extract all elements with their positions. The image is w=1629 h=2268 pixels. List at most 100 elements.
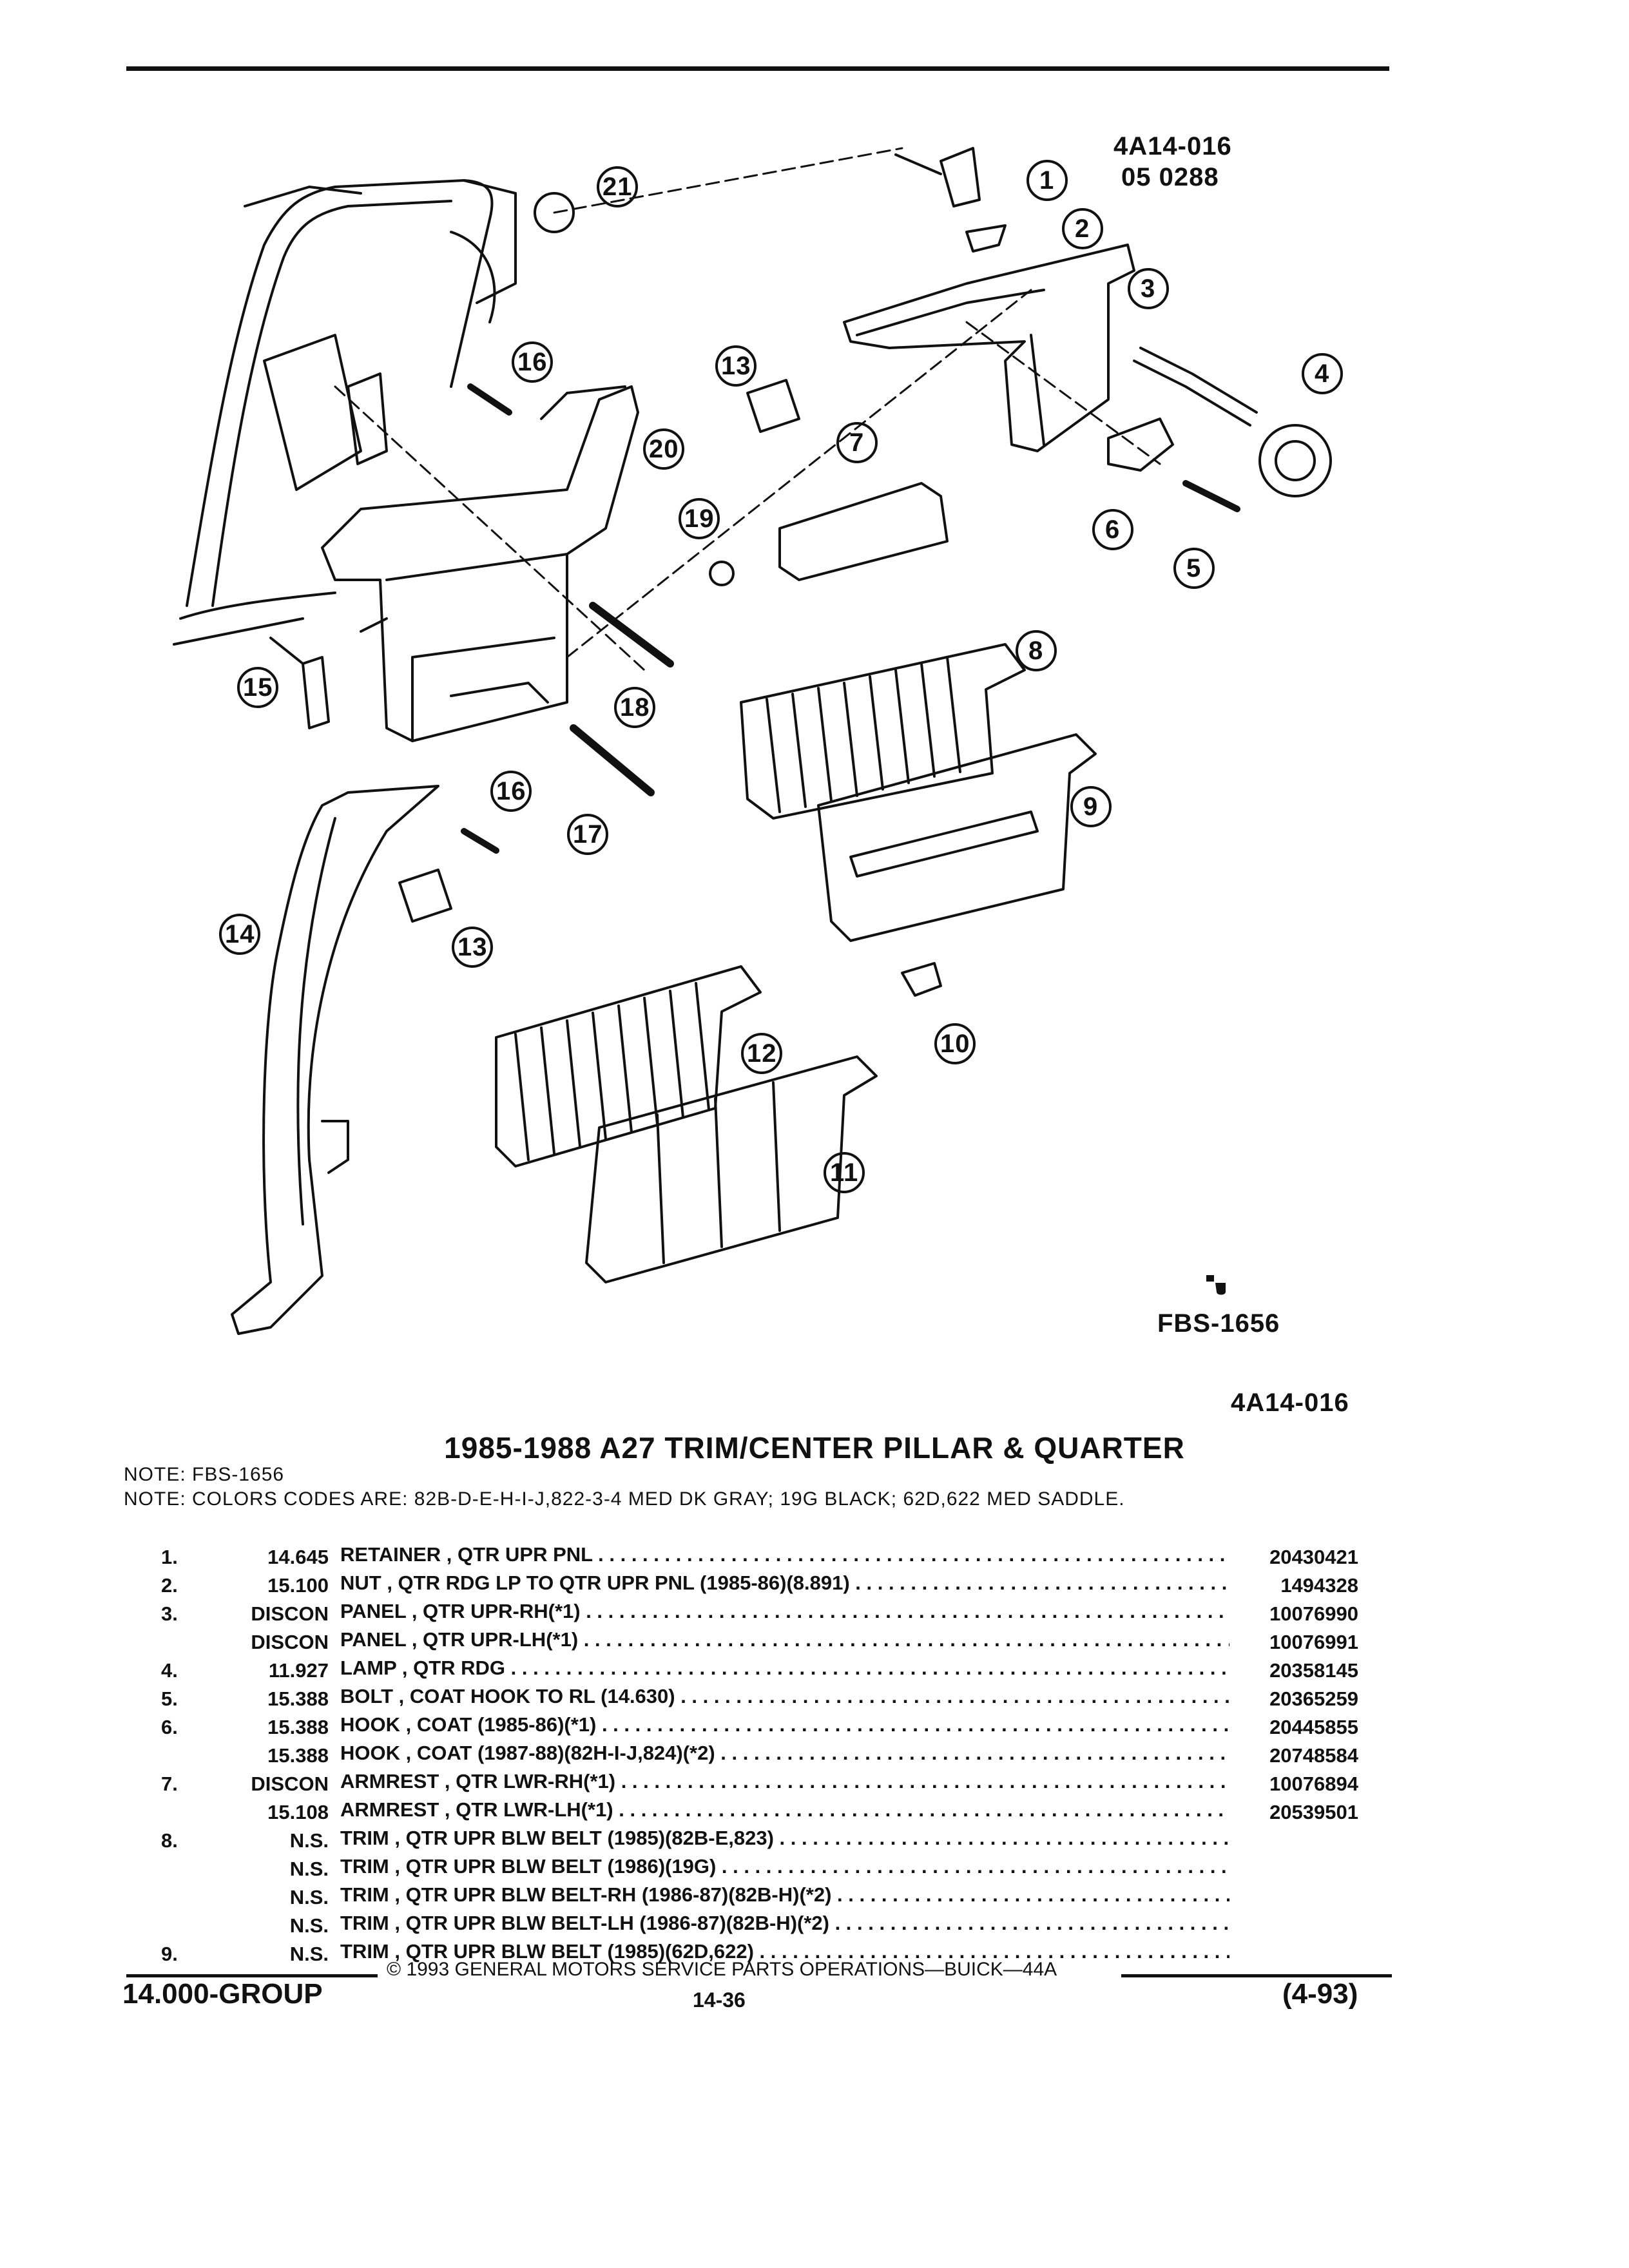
callout-18: 18 (620, 693, 650, 722)
screw-18-drawing (589, 602, 674, 668)
part-description: TRIM , QTR UPR BLW BELT-RH (1986-87)(82B… (340, 1883, 1229, 1906)
clip-13-upper-drawing (746, 379, 800, 433)
part-description-cell: BOLT , COAT HOOK TO RL (14.630) . . . . … (340, 1685, 1236, 1713)
part-description: NUT , QTR RDG LP TO QTR UPR PNL (1985-86… (340, 1571, 1229, 1594)
part-index (161, 1912, 219, 1940)
part-description-cell: TRIM , QTR UPR BLW BELT-LH (1986-87)(82B… (340, 1912, 1236, 1940)
part-code: 15.388 (267, 1716, 329, 1738)
part-description-cell: ARMREST , QTR LWR-LH(*1) . . . . . . . .… (340, 1798, 1236, 1827)
part-code: 15.108 (267, 1801, 329, 1823)
part-description-cell: LAMP , QTR RDG . . . . . . . . . . . . .… (340, 1657, 1236, 1685)
callout-13-lower: 13 (458, 933, 488, 961)
table-row: 15.388 HOOK , COAT (1987-88)(82H-I-J,824)… (161, 1742, 1358, 1770)
part-description: TRIM , QTR UPR BLW BELT (1985)(82B-E,823… (340, 1827, 1229, 1849)
part-index: 2. (161, 1574, 178, 1597)
quarter-upper-panel-drawing (843, 244, 1135, 452)
part-index (161, 1742, 219, 1770)
part-index: 1. (161, 1546, 178, 1568)
part-number (1236, 1912, 1358, 1940)
part-description-cell: PANEL , QTR UPR-LH(*1) . . . . . . . . .… (340, 1628, 1236, 1657)
part-description: TRIM , QTR UPR BLW BELT (1986)(19G) . . … (340, 1855, 1229, 1878)
part-number (1236, 1855, 1358, 1883)
part-index (161, 1855, 219, 1883)
callout-19: 19 (684, 505, 715, 533)
center-pillar-drawing (231, 785, 439, 1335)
callout-10: 10 (940, 1030, 970, 1058)
part-description: LAMP , QTR RDG . . . . . . . . . . . . .… (340, 1657, 1229, 1679)
part-code: DISCON (251, 1631, 329, 1653)
part-description-cell: ARMREST , QTR LWR-RH(*1) . . . . . . . .… (340, 1770, 1236, 1798)
part-number: 10076894 (1269, 1773, 1358, 1795)
gm-logo-icon (1205, 1273, 1227, 1297)
lamp-drawing (1133, 347, 1332, 497)
part-index (161, 1883, 219, 1912)
table-row: N.S. TRIM , QTR UPR BLW BELT-LH (1986-87)… (161, 1912, 1358, 1940)
part-number: 10076991 (1269, 1631, 1358, 1653)
part-code: 11.927 (268, 1659, 329, 1682)
footer-page: 14-36 (693, 1988, 746, 2012)
part-description: ARMREST , QTR LWR-LH(*1) . . . . . . . .… (340, 1798, 1229, 1821)
note-2: NOTE: COLORS CODES ARE: 82B-D-E-H-I-J,82… (124, 1488, 1125, 1510)
part-description: TRIM , QTR UPR BLW BELT-LH (1986-87)(82B… (340, 1912, 1229, 1934)
screw-19-drawing (709, 561, 735, 586)
part-code: N.S. (289, 1914, 329, 1937)
table-row: 4. 11.927 LAMP , QTR RDG . . . . . . . . .… (161, 1657, 1358, 1685)
clip-10-drawing (901, 962, 942, 997)
pillar-lower-trim-drawing (321, 385, 639, 742)
retainer-drawing (894, 147, 981, 207)
screw-17-drawing (570, 724, 655, 796)
callout-21: 21 (602, 173, 633, 201)
part-number: 20539501 (1269, 1801, 1358, 1823)
part-index: 8. (161, 1829, 178, 1852)
exploded-parts-diagram (173, 147, 1343, 1335)
callout-14: 14 (225, 920, 255, 948)
trim-panel-9-drawing (817, 733, 1097, 942)
callout-20: 20 (649, 435, 679, 463)
trim-panel-11-drawing (585, 1055, 878, 1283)
body-shell-drawing (173, 179, 517, 665)
part-index: 3. (161, 1602, 178, 1625)
part-description: ARMREST , QTR LWR-RH(*1) . . . . . . . .… (340, 1770, 1229, 1792)
part-description: HOOK , COAT (1987-88)(82H-I-J,824)(*2) .… (340, 1742, 1229, 1764)
callout-16-upper: 16 (517, 348, 548, 376)
table-row: 15.108 ARMREST , QTR LWR-LH(*1) . . . . .… (161, 1798, 1358, 1827)
part-index: 4. (161, 1659, 178, 1682)
table-row: N.S.TRIM , QTR UPR BLW BELT-RH (1986-87)… (161, 1883, 1358, 1912)
part-code: N.S. (289, 1858, 329, 1880)
footer-rule-left (126, 1974, 378, 1977)
part-description: BOLT , COAT HOOK TO RL (14.630) . . . . … (340, 1685, 1229, 1707)
grommet-21-drawing (534, 192, 575, 233)
part-index: 5. (161, 1687, 178, 1710)
table-row: 8.N.S.TRIM , QTR UPR BLW BELT (1985)(82B… (161, 1827, 1358, 1855)
top-rule (126, 66, 1389, 71)
clip-15-drawing (302, 656, 330, 729)
part-number (1236, 1940, 1358, 1968)
part-number: 1494328 (1280, 1574, 1358, 1597)
part-number: 20358145 (1269, 1659, 1358, 1682)
leader-lines (334, 147, 1161, 671)
screw-16-lower-drawing (461, 828, 499, 854)
callout-3: 3 (1141, 274, 1156, 303)
part-code: 15.388 (267, 1744, 329, 1767)
part-number (1236, 1883, 1358, 1912)
coat-hook-drawing (1107, 418, 1174, 472)
part-description: RETAINER , QTR UPR PNL . . . . . . . . .… (340, 1543, 1229, 1566)
figure-code: FBS-1656 (1157, 1309, 1280, 1338)
part-description: TRIM , QTR UPR BLW BELT (1985)(62D,622) … (340, 1940, 1229, 1963)
armrest-drawing (778, 482, 949, 581)
part-description-cell: TRIM , QTR UPR BLW BELT-RH (1986-87)(82B… (340, 1883, 1236, 1912)
page-title: 1985-1988 A27 TRIM/CENTER PILLAR & QUART… (444, 1431, 1185, 1465)
part-index: 6. (161, 1716, 178, 1738)
callout-13-upper: 13 (721, 352, 751, 380)
part-description-cell: NUT , QTR RDG LP TO QTR UPR PNL (1985-86… (340, 1571, 1236, 1600)
callout-12: 12 (747, 1039, 777, 1068)
callout-6: 6 (1105, 515, 1121, 544)
part-description-cell: HOOK , COAT (1987-88)(82H-I-J,824)(*2) .… (340, 1742, 1236, 1770)
table-row: DISCON PANEL , QTR UPR-LH(*1) . . . . . .… (161, 1628, 1358, 1657)
